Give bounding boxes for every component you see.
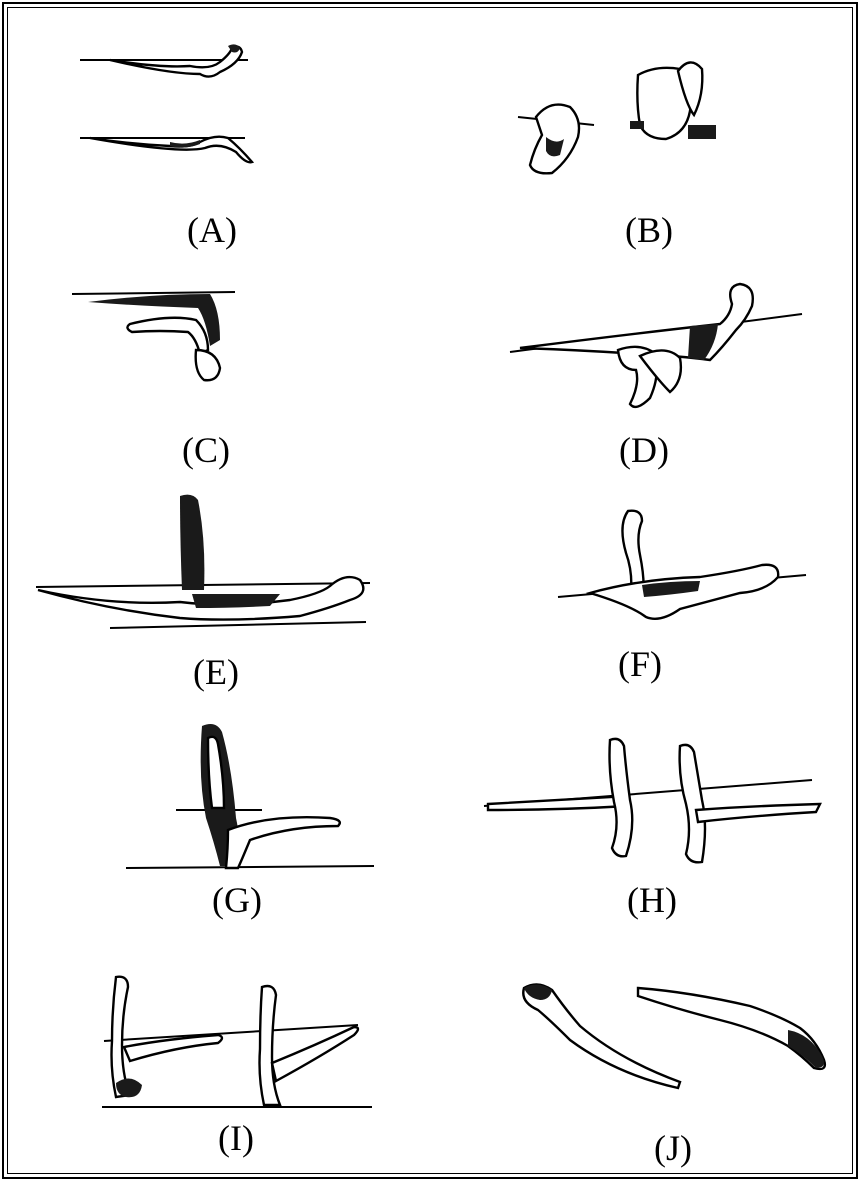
panel-j-label: (J) [593, 1130, 753, 1166]
panel-c-illustration [60, 280, 260, 400]
panel-i-illustration [96, 965, 376, 1111]
panel-f-label: (F) [560, 646, 720, 682]
panel-i-label: (I) [156, 1120, 316, 1156]
panel-g-illustration [120, 718, 380, 874]
panel-f-illustration [550, 505, 810, 635]
panel-c-label: (C) [126, 432, 286, 468]
panel-j-illustration [510, 970, 840, 1100]
panel-h-illustration [480, 730, 820, 880]
panel-e-illustration [30, 490, 380, 640]
panel-b-illustration [490, 55, 730, 185]
panel-d-illustration [490, 280, 810, 420]
panel-h-label: (H) [572, 882, 732, 918]
panel-e-label: (E) [136, 654, 296, 690]
panel-a-label: (A) [132, 212, 292, 248]
panel-g-label: (G) [157, 882, 317, 918]
panel-a-illustration [70, 30, 270, 180]
panel-b-label: (B) [569, 212, 729, 248]
panel-d-label: (D) [564, 432, 724, 468]
